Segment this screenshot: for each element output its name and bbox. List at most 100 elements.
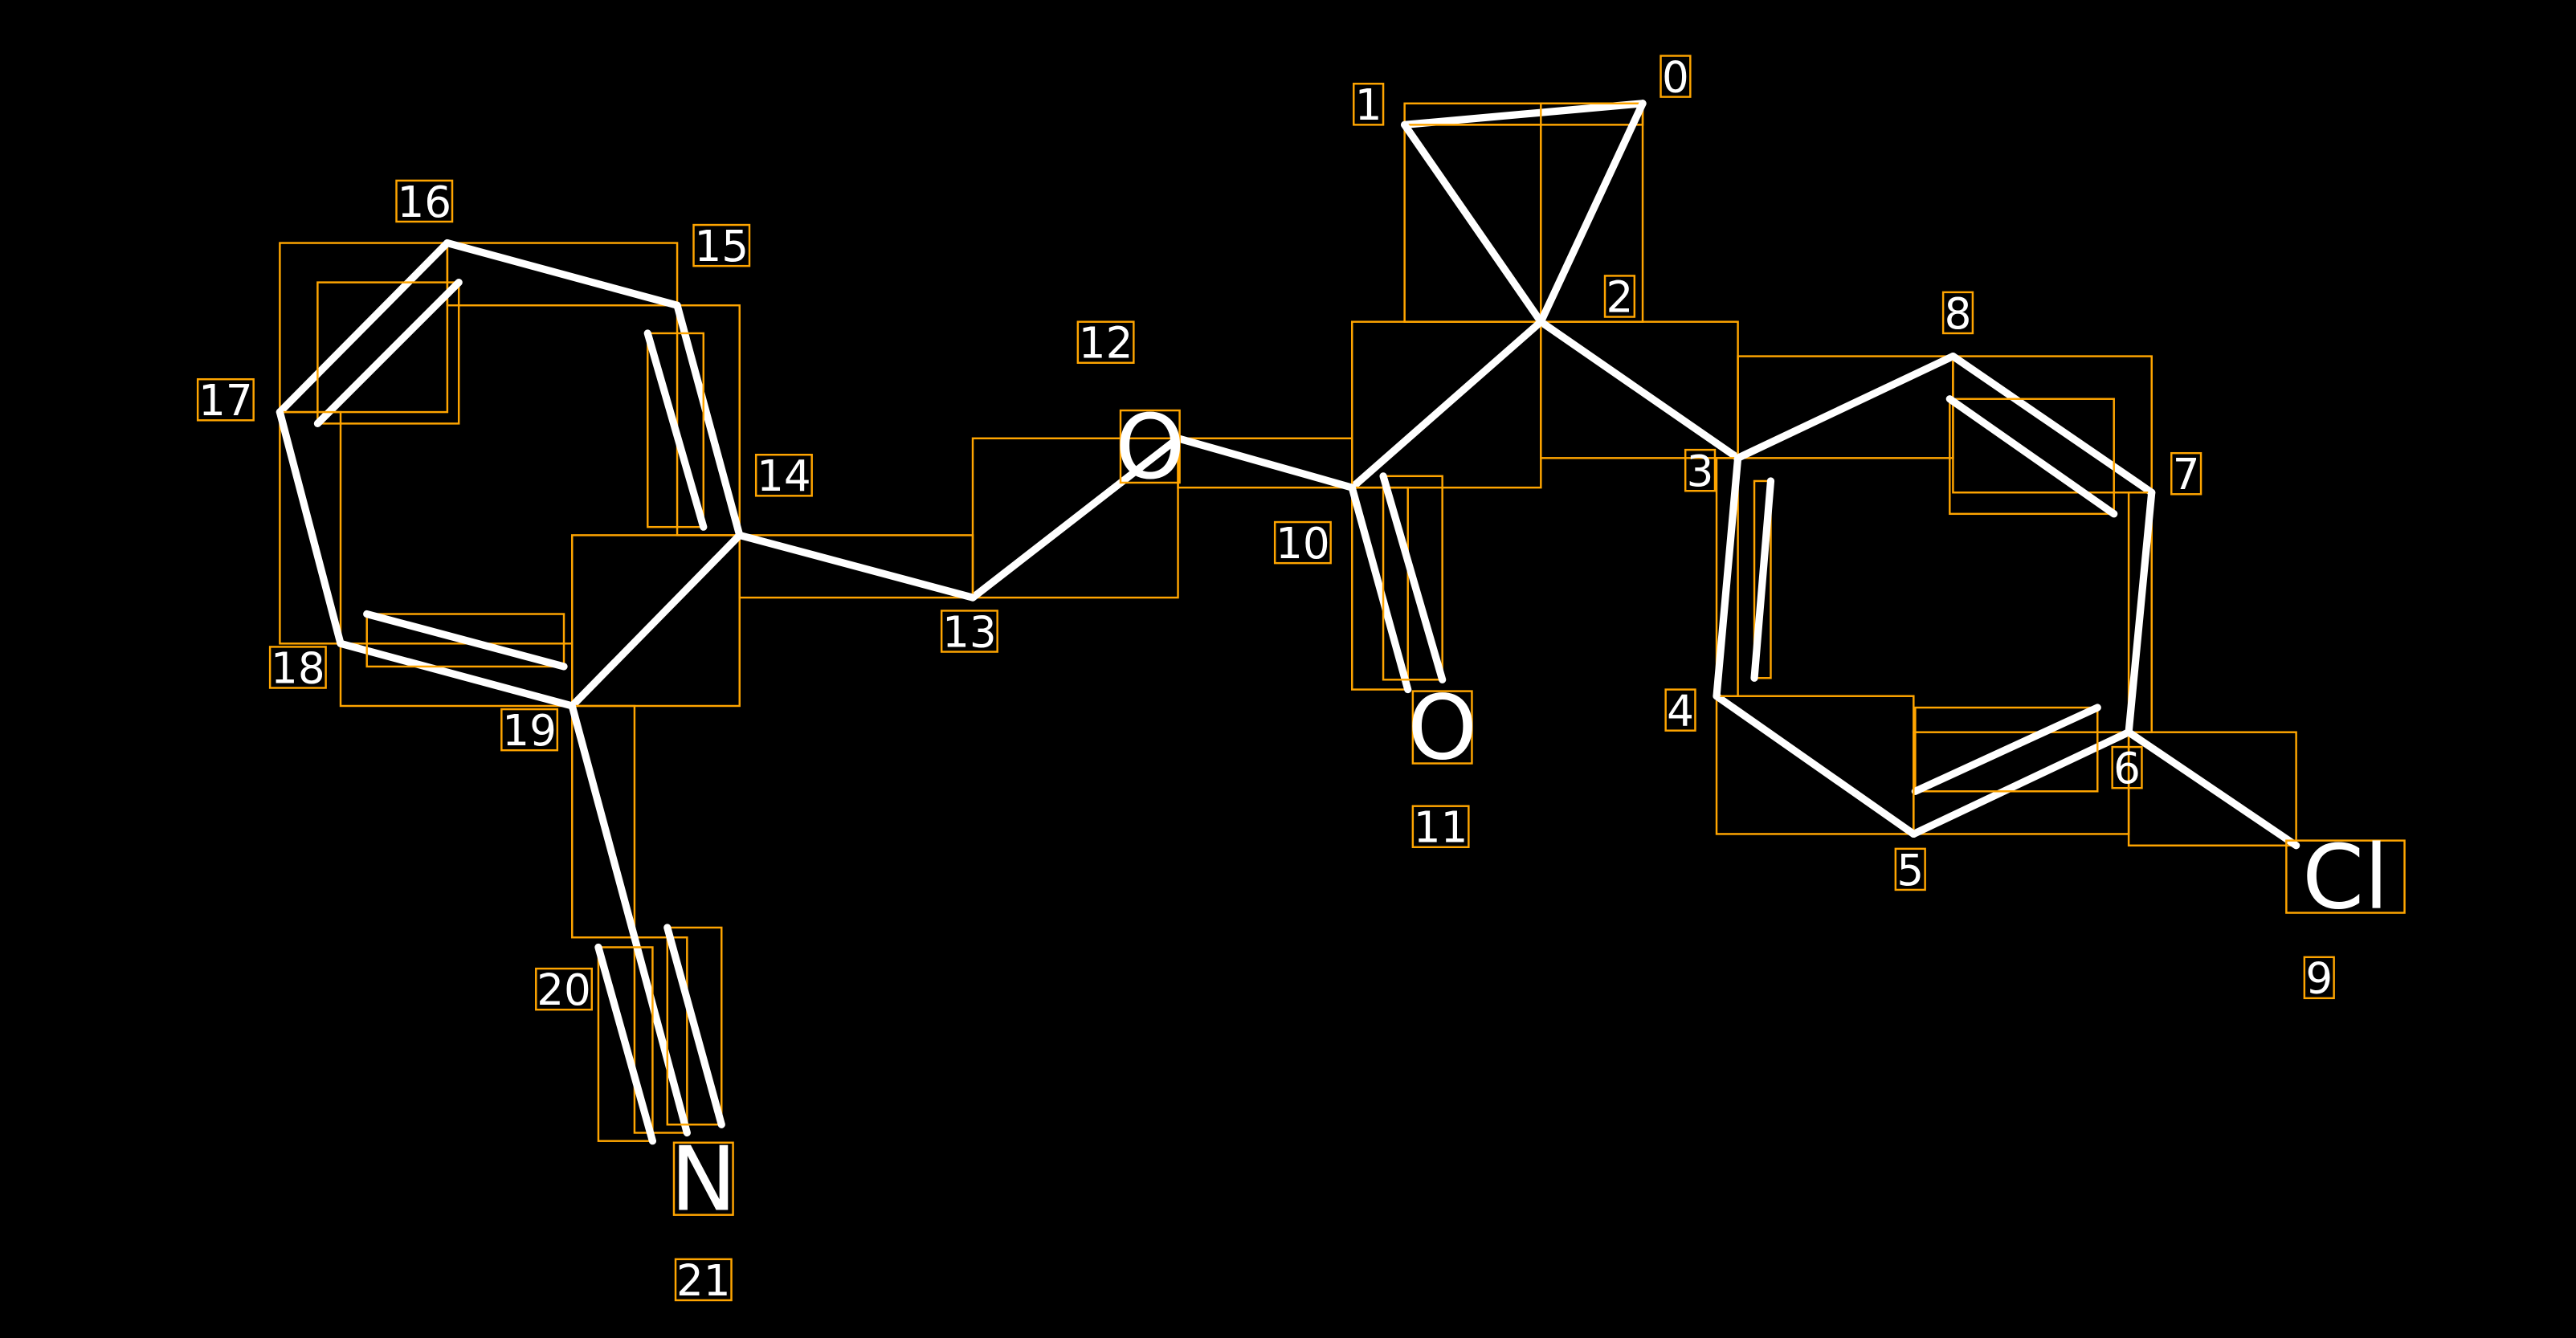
bond-0-2 [1537, 100, 1647, 326]
atom-index-label: 17 [198, 376, 253, 426]
atom-index-label: 6 [2113, 744, 2141, 793]
atom-index-label: 12 [1079, 319, 1133, 369]
atom-symbol-box [2285, 839, 2406, 914]
atom-index-label: 20 [537, 965, 591, 1015]
atom-index-label: 4 [1667, 687, 1694, 736]
atom-index-box [692, 223, 751, 267]
bond-4-3-line-2 [1750, 477, 1775, 682]
bond-20-21-bbox [633, 936, 688, 1134]
bond-4-3-line-2-bbox [1753, 479, 1772, 679]
bond-20-21-line-2 [594, 943, 657, 1145]
bond-18-19 [337, 639, 576, 710]
atom-index-box [1894, 847, 1926, 891]
bond-19-14 [568, 531, 744, 710]
bond-17-18 [276, 408, 345, 647]
atom-index-label: 13 [942, 607, 997, 657]
atom-index-label: 16 [397, 177, 451, 227]
atom-index-box [674, 1258, 733, 1302]
bonds-layer [276, 100, 2300, 1145]
bond-14-15 [673, 301, 744, 539]
bond-10-12 [1174, 434, 1356, 492]
atom-index-box [535, 967, 593, 1011]
atom-index-label: 0 [1662, 52, 1689, 102]
atom-index-label: 7 [2173, 450, 2200, 500]
bond-19-20-bbox [571, 704, 636, 939]
atom-index-box [1411, 805, 1470, 849]
bond-13-14 [736, 531, 977, 602]
bond-15-16 [443, 239, 681, 309]
bond-4-3-bbox [1715, 457, 1739, 697]
atom-index-label: 21 [676, 1256, 731, 1306]
bond-20-21-line-3 [663, 924, 725, 1128]
atom-index-box [196, 377, 255, 422]
bond-10-11-bbox [1350, 486, 1409, 691]
bond-12-13 [969, 434, 1182, 602]
atom-index-box [1684, 448, 1717, 492]
bond-18-19-line-2-bbox [365, 613, 565, 668]
atom-index-box [940, 610, 998, 653]
atom-index-box [2170, 451, 2202, 496]
atom-index-box [268, 646, 327, 689]
atom-index-box [395, 179, 454, 223]
bond-19-20 [568, 702, 639, 941]
bond-5-4-bbox [1715, 695, 1915, 835]
bond-2-10-bbox [1350, 320, 1542, 489]
atom-index-label: 2 [1606, 272, 1634, 322]
bond-0-1 [1401, 100, 1647, 128]
bond-1-2 [1401, 120, 1545, 326]
atom-index-label: 10 [1276, 519, 1330, 569]
bond-10-11-line-2 [1379, 472, 1447, 683]
atom-index-box [754, 454, 813, 497]
bond-7-6 [2125, 488, 2156, 736]
bond-12-13-bbox [971, 437, 1179, 599]
atom-index-box [2111, 745, 2143, 789]
atom-index-box [1941, 291, 1974, 335]
bond-2-10 [1348, 318, 1545, 492]
atom-index-label: 5 [1896, 846, 1924, 895]
bond-16-17-line-2-bbox [316, 281, 460, 425]
atom-symbol-O: O [1407, 677, 1477, 780]
atom-index-box [1664, 688, 1696, 732]
bond-14-15-line-2 [643, 329, 708, 531]
atom-symbol-N: N [670, 1129, 737, 1232]
atom-index-label: 11 [1414, 803, 1468, 853]
bond-8-7 [1949, 352, 2156, 496]
bond-20-21 [631, 933, 691, 1137]
bond-20-21-line-3-bbox [666, 926, 723, 1126]
bond-14-15-line-2-bbox [647, 332, 705, 528]
atom-symbol-O: O [1115, 397, 1185, 500]
bond-8-7-line-2-bbox [1949, 398, 2115, 516]
atom-index-box [1273, 520, 1332, 565]
atom-index-box [1353, 83, 1385, 126]
bond-6-9 [2125, 728, 2300, 850]
bond-18-19-line-2 [363, 610, 568, 671]
bond-2-3 [1537, 318, 1742, 462]
atom-index-label: 14 [757, 451, 811, 501]
bond-10-11 [1348, 483, 1412, 694]
atom-index-box [500, 708, 559, 752]
bond-6-5-line-2-bbox [1914, 706, 2099, 793]
bond-6-5 [1909, 728, 2133, 838]
bond-3-8 [1734, 352, 1957, 462]
atom-index-box [1603, 275, 1636, 318]
bond-6-5-line-2 [1911, 704, 2101, 795]
atom-index-label: 15 [694, 222, 749, 271]
atom-index-box [1076, 320, 1135, 364]
atom-symbol-box [1411, 690, 1473, 765]
atom-symbol-box [1119, 409, 1181, 484]
bond-20-21-line-2-bbox [597, 946, 654, 1142]
atom-index-label: 19 [502, 706, 557, 756]
atom-index-label: 8 [1945, 289, 1972, 339]
bond-16-17-line-2 [313, 278, 463, 427]
bond-16-17 [276, 239, 451, 416]
atom-symbol-box [672, 1141, 734, 1216]
atom-index-box [1659, 55, 1692, 98]
bond-5-4 [1713, 692, 1917, 838]
atom-index-box [2303, 956, 2335, 1000]
atom-index-label: 1 [1355, 80, 1382, 130]
bond-4-3 [1713, 454, 1742, 700]
atom-index-label: 18 [271, 643, 325, 693]
atom-index-label: 3 [1687, 447, 1714, 496]
